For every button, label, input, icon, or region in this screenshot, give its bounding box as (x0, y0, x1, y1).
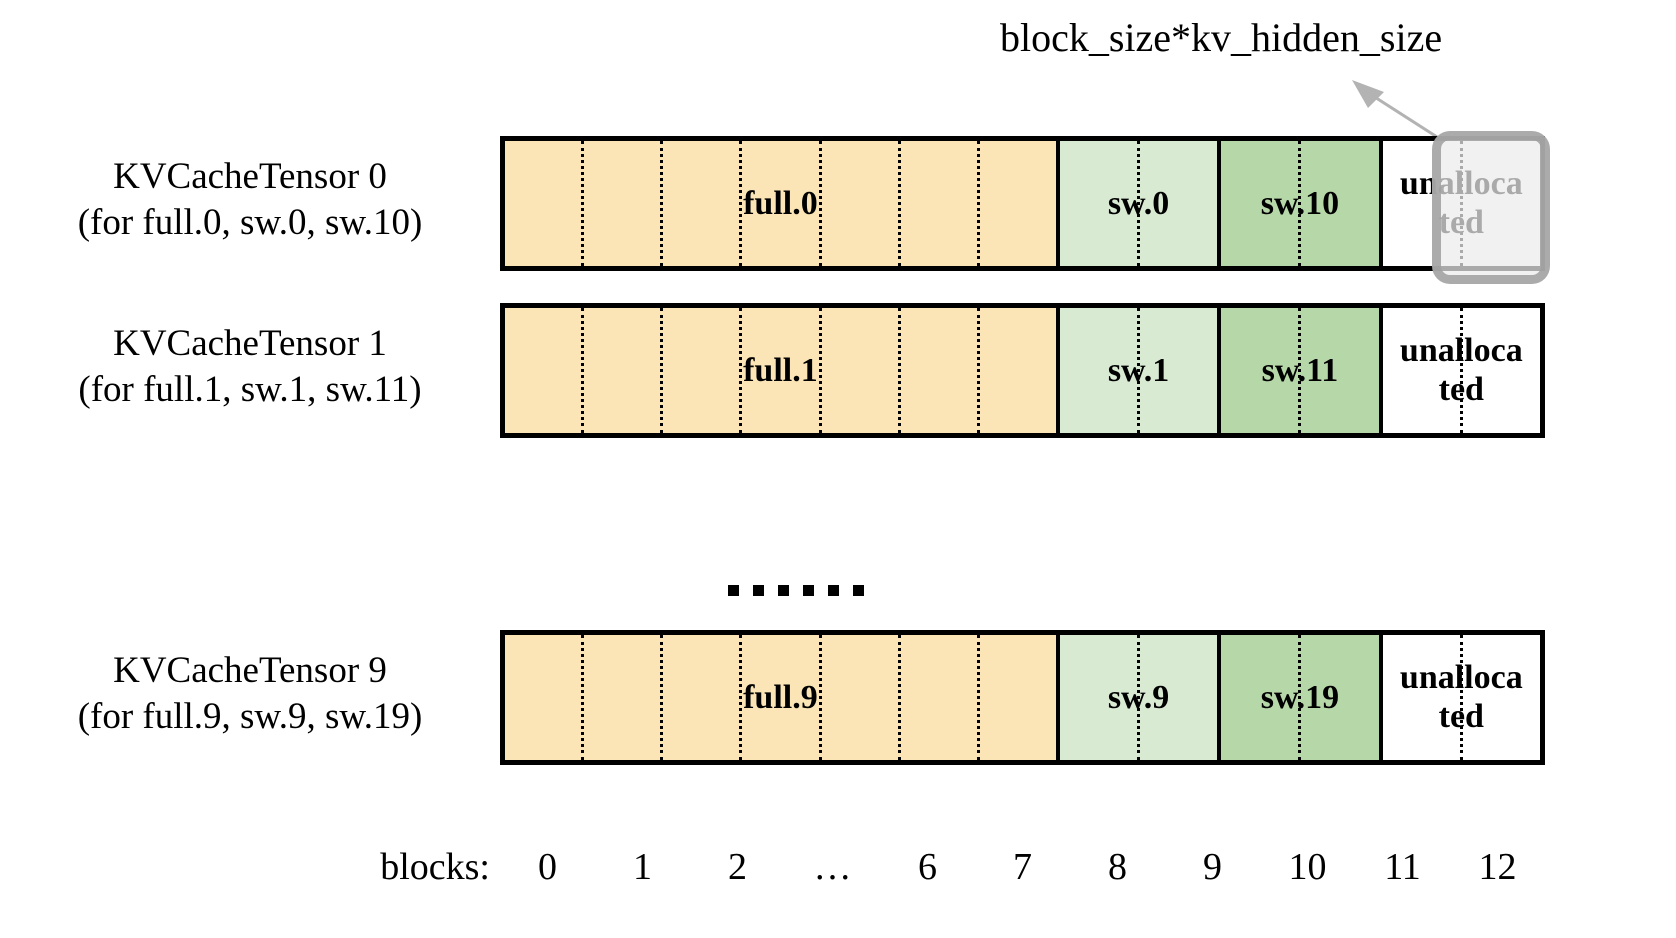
tensor-row-9-subtitle: (for full.9, sw.9, sw.19) (77, 696, 423, 738)
segment-sw-10-label: sw.10 (1260, 184, 1340, 222)
segment-full-1[interactable]: full.1 (505, 308, 1060, 433)
tensor-row-0-label: KVCacheTensor 0 (for full.0, sw.0, sw.10… (20, 154, 480, 247)
segment-sw-19[interactable]: sw.19 (1221, 635, 1383, 760)
axis-tick: 1 (633, 846, 652, 888)
axis-tick: 8 (1108, 846, 1127, 888)
segment-full-0[interactable]: full.0 (505, 141, 1060, 266)
segment-sw-0[interactable]: sw.0 (1059, 141, 1222, 266)
blocks-axis-title: blocks: (380, 846, 490, 888)
tensor-row-1-label: KVCacheTensor 1 (for full.1, sw.1, sw.11… (20, 321, 480, 414)
rows-ellipsis (728, 585, 864, 596)
segment-sw-9[interactable]: sw.9 (1059, 635, 1222, 760)
segment-full-9-label: full.9 (743, 678, 818, 716)
tensor-row-9-title: KVCacheTensor 9 (113, 650, 387, 691)
blocks-axis: blocks: 0 1 2 … 6 7 8 9 10 11 12 (0, 845, 1676, 905)
axis-tick: 6 (918, 846, 937, 888)
segment-full-0-label: full.0 (743, 184, 818, 222)
tensor-row-1-title: KVCacheTensor 1 (113, 323, 387, 364)
tensor-row-0-title: KVCacheTensor 0 (113, 156, 387, 197)
axis-tick: … (813, 846, 852, 888)
segment-sw-1[interactable]: sw.1 (1059, 308, 1222, 433)
axis-tick: 11 (1384, 846, 1421, 888)
segment-full-1-label: full.1 (743, 351, 818, 389)
segment-sw-19-label: sw.19 (1260, 678, 1340, 716)
axis-tick: 9 (1203, 846, 1222, 888)
callout-label-block-size: block_size*kv_hidden_size (1000, 15, 1443, 60)
segment-sw-11[interactable]: sw.11 (1221, 308, 1383, 433)
axis-tick: 7 (1013, 846, 1032, 888)
highlight-block-11[interactable] (1432, 131, 1550, 284)
tensor-row-9-label: KVCacheTensor 9 (for full.9, sw.9, sw.19… (20, 648, 480, 741)
segment-sw-10[interactable]: sw.10 (1221, 141, 1383, 266)
axis-tick: 0 (538, 846, 557, 888)
axis-tick: 2 (728, 846, 747, 888)
segment-sw-1-label: sw.1 (1107, 351, 1170, 389)
segment-sw-11-label: sw.11 (1261, 351, 1339, 389)
tensor-row-1-subtitle: (for full.1, sw.1, sw.11) (78, 369, 422, 411)
tensor-row-0-subtitle: (for full.0, sw.0, sw.10) (77, 202, 423, 244)
segment-sw-9-label: sw.9 (1107, 678, 1170, 716)
segment-sw-0-label: sw.0 (1107, 184, 1170, 222)
segment-full-9[interactable]: full.9 (505, 635, 1060, 760)
axis-tick: 12 (1478, 846, 1517, 888)
axis-tick: 10 (1288, 846, 1327, 888)
blocks-axis-ticks: 0 1 2 … 6 7 8 9 10 11 12 (500, 845, 1545, 889)
